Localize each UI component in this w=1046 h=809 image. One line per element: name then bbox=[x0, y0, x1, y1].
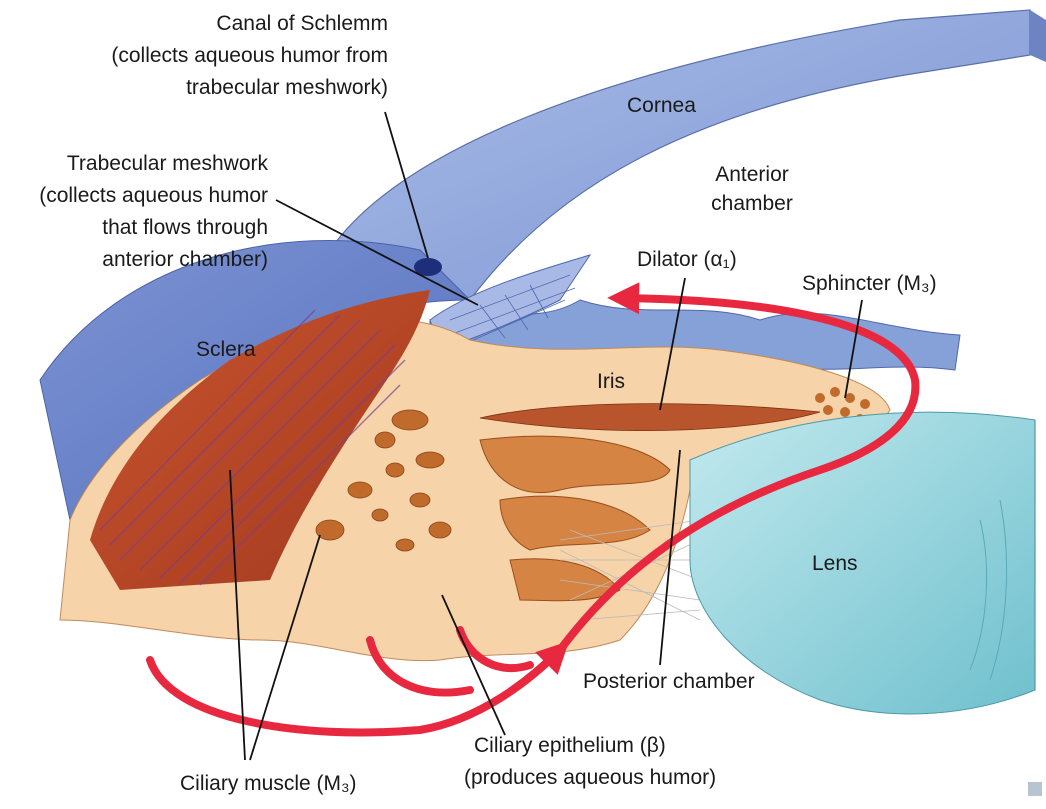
sphincter-label: Sphincter (M₃) bbox=[802, 272, 937, 295]
ciliary-muscle-label: Ciliary muscle (M₃) bbox=[180, 772, 357, 795]
sclera-label: Sclera bbox=[196, 338, 256, 361]
trabecular-label-line2: (collects aqueous humor bbox=[39, 184, 268, 207]
lens-structure bbox=[690, 412, 1035, 714]
ciliary-epithelium-label-line2: (produces aqueous humor) bbox=[464, 766, 716, 789]
anterior-chamber-label-line1: Anterior bbox=[715, 163, 789, 186]
cornea-label: Cornea bbox=[627, 94, 696, 117]
lens-label: Lens bbox=[812, 552, 858, 575]
dilator-label: Dilator (α₁) bbox=[637, 248, 737, 271]
corner-expand-icon[interactable] bbox=[1028, 782, 1042, 796]
trabecular-label-line3: that flows through bbox=[102, 216, 268, 239]
anterior-chamber-label-line2: chamber bbox=[711, 192, 793, 215]
ciliary-epithelium-label-line1: Ciliary epithelium (β) bbox=[474, 734, 666, 757]
posterior-chamber-label: Posterior chamber bbox=[583, 670, 755, 693]
trabecular-label-line4: anterior chamber) bbox=[102, 248, 268, 271]
trabecular-label-line1: Trabecular meshwork bbox=[67, 152, 269, 175]
canal-label-line2: (collects aqueous humor from bbox=[111, 44, 388, 67]
canal-label-line3: trabecular meshwork) bbox=[186, 76, 388, 99]
canal-label-line1: Canal of Schlemm bbox=[216, 12, 388, 35]
iris-label: Iris bbox=[597, 370, 625, 393]
